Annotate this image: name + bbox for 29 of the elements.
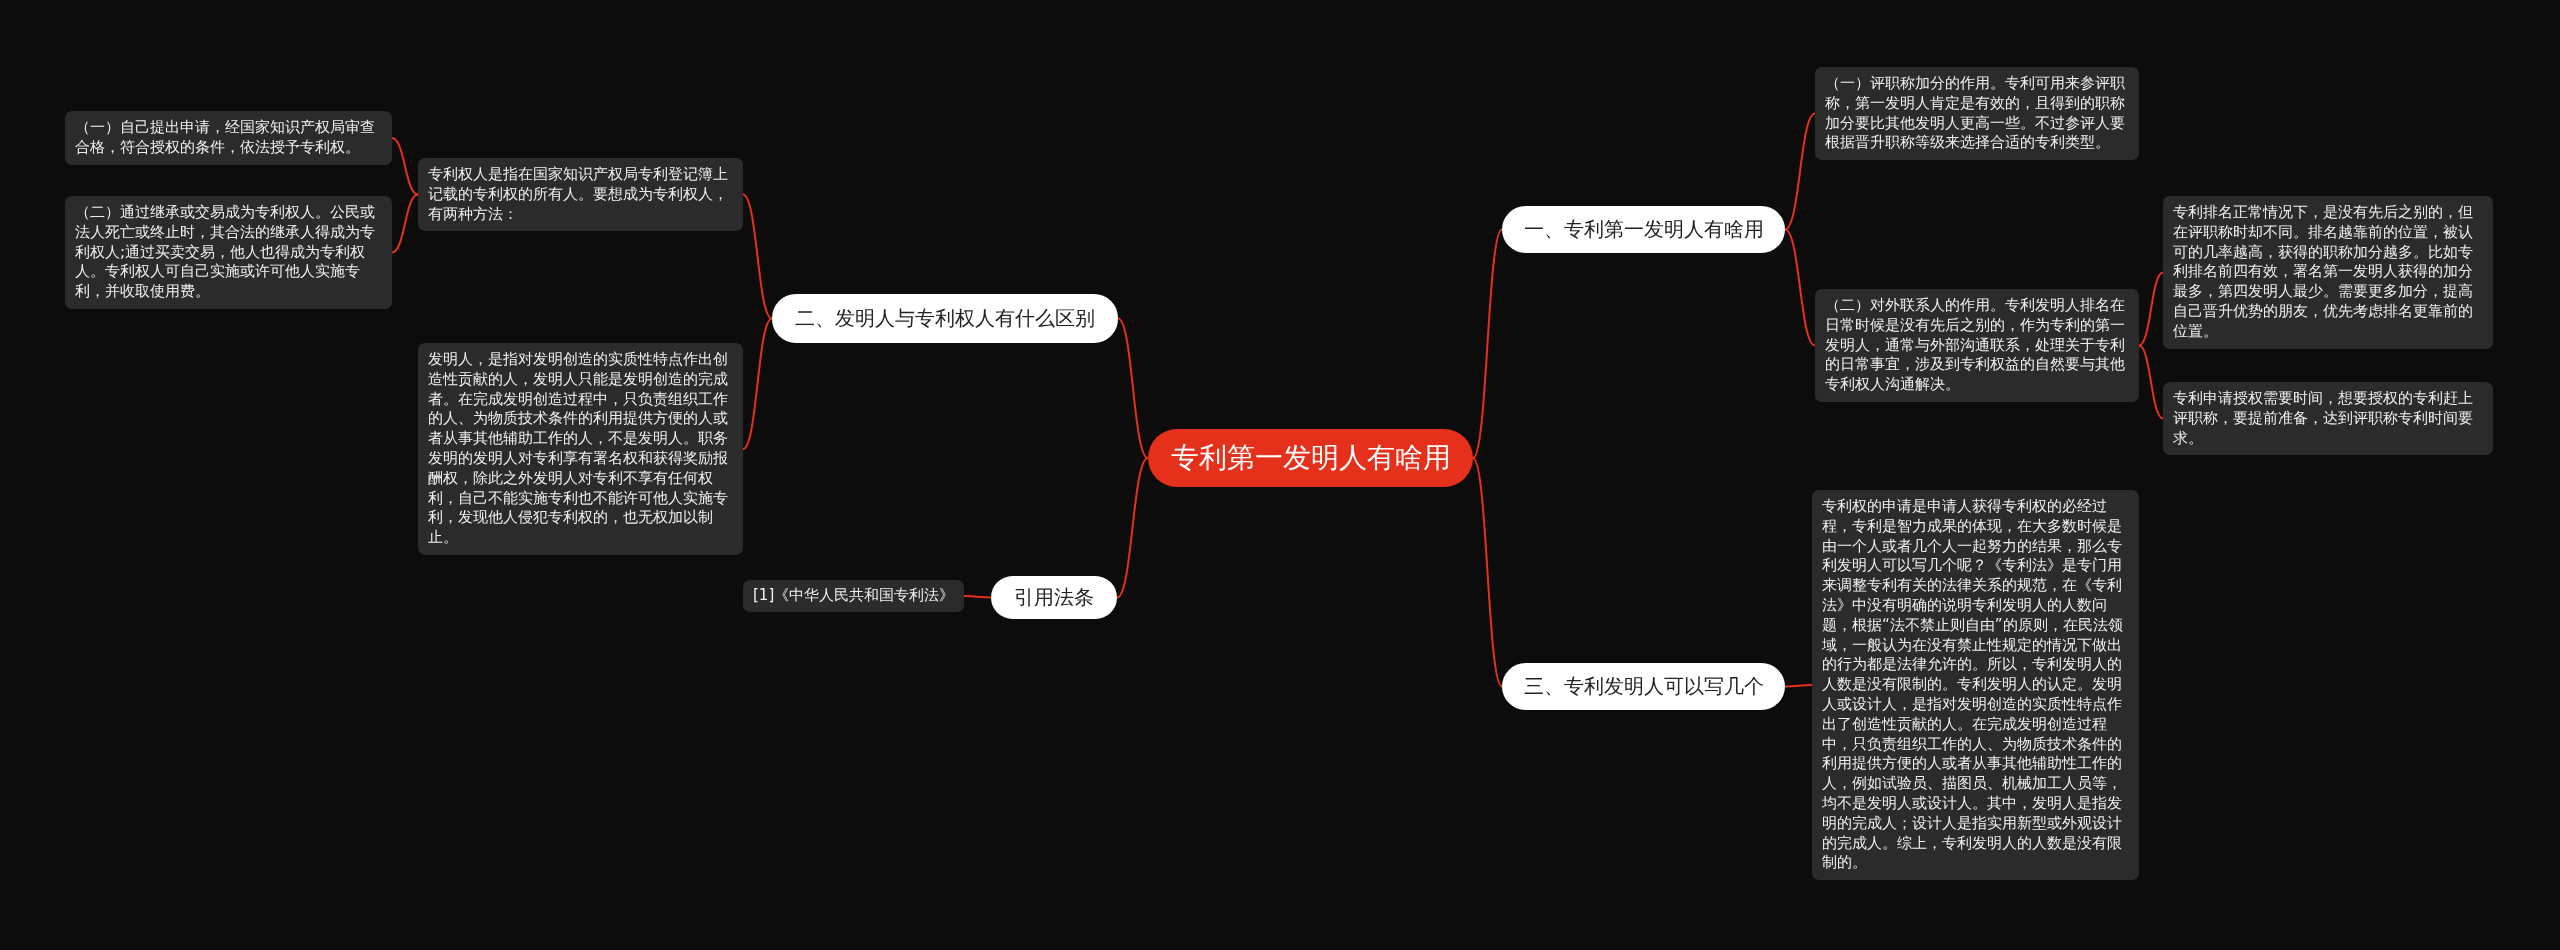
connector-line (1472, 457, 1503, 688)
connector-line (742, 193, 773, 320)
central-topic: 专利第一发明人有啥用 (1148, 429, 1473, 487)
connector-line (2138, 271, 2164, 347)
text-card: 专利申请授权需要时间，想要授权的专利赶上评职称，要提前准备，达到评职称专利时间要求。 (2163, 382, 2493, 456)
text-card: 发明人，是指对发明创造的实质性特点作出创造性贡献的人，发明人只能是发明创造的完成者。在完成发明创造过程中，只负责组织工作的人、为物质技术条件的利用提供方便的人或者从事其他辅助工作的人，不是发明人。职务发明的发明人对专利享有署名权和获得奖励报酬权，除此之外发明人对专利不享有任何权利，自己不能实施专利也不能许可他人实施专利，发现他人侵犯专利权的，也无权加以制止。 (418, 343, 743, 555)
text-card: 专利权人是指在国家知识产权局专利登记簿上记载的专利权的所有人。要想成为专利权人，有两种方法： (418, 158, 743, 232)
topic-pill: 二、发明人与专利权人有什么区别 (772, 294, 1118, 343)
connector-line (1784, 684, 1813, 688)
text-card: （二）对外联系人的作用。专利发明人排名在日常时候是没有先后之别的，作为专利的第一发明人，通常与外部沟通联系，处理关于专利的日常事宜，涉及到专利权益的自然要与其他专利权人沟通解决。 (1815, 289, 2139, 402)
connector-line (391, 137, 419, 196)
reference-card: [1]《中华人民共和国专利法》 (743, 580, 965, 612)
text-card: 专利权的申请是申请人获得专利权的必经过程，专利是智力成果的体现，在大多数时候是由一个人或者几个人一起努力的结果，那么专利发明人可以写几个呢？《专利法》是专门用来调整专利有关的法律关系的规范，在《专利法》中没有明确的说明专利发明人的人数问题，根据“法不禁止则自由”的原则，在民法领域，一般认为在没有禁止性规定的情况下做出的行为都是法律允许的。所以，专利发明人的人数是没有限制的。专利发明人的认定。发明人或设计人，是指对发明创造的实质性特点作出了创造性贡献的人。在完成发明创造过程中，只负责组织工作的人、为物质技术条件的利用提供方便的人或者从事其他辅助性工作的人，例如试验员、描图员、机械加工人员等，均不是发明人或设计人。其中，发明人是指发明的完成人；设计人是指实用新型或外观设计的完成人。综上，专利发明人的人数是没有限制的。 (1812, 490, 2139, 881)
connector-line (1117, 317, 1149, 459)
connector-line (742, 317, 773, 450)
topic-pill: 三、专利发明人可以写几个 (1502, 663, 1785, 710)
topic-pill: 引用法条 (991, 576, 1117, 619)
connector-line (1784, 112, 1816, 231)
connector-line (2138, 344, 2164, 420)
connector-line (1472, 228, 1503, 459)
connector-line (391, 193, 419, 254)
text-card: 专利排名正常情况下，是没有先后之别的，但在评职称时却不同。排名越靠前的位置，被认可的几率越高，获得的职称加分越多。比如专利排名前四有效，署名第一发明人获得的加分最多，第四发明人最少。需要更多加分，提高自己晋升优势的朋友，优先考虑排名更靠前的位置。 (2163, 196, 2493, 349)
text-card: （一）自己提出申请，经国家知识产权局审查合格，符合授权的条件，依法授予专利权。 (65, 111, 392, 165)
text-card: （一）评职称加分的作用。专利可用来参评职称，第一发明人肯定是有效的，且得到的职称加分要比其他发明人更高一些。不过参评人要根据晋升职称等级来选择合适的专利类型。 (1815, 67, 2139, 161)
text-card: （二）通过继承或交易成为专利权人。公民或法人死亡或终止时，其合法的继承人得成为专利权人;通过买卖交易，他人也得成为专利权人。专利权人可自己实施或许可他人实施专利，并收取使用费。 (65, 196, 392, 309)
connector-line (1784, 228, 1816, 347)
connector-line (1116, 457, 1149, 599)
topic-pill: 一、专利第一发明人有啥用 (1502, 206, 1785, 253)
connector-line (963, 595, 992, 599)
